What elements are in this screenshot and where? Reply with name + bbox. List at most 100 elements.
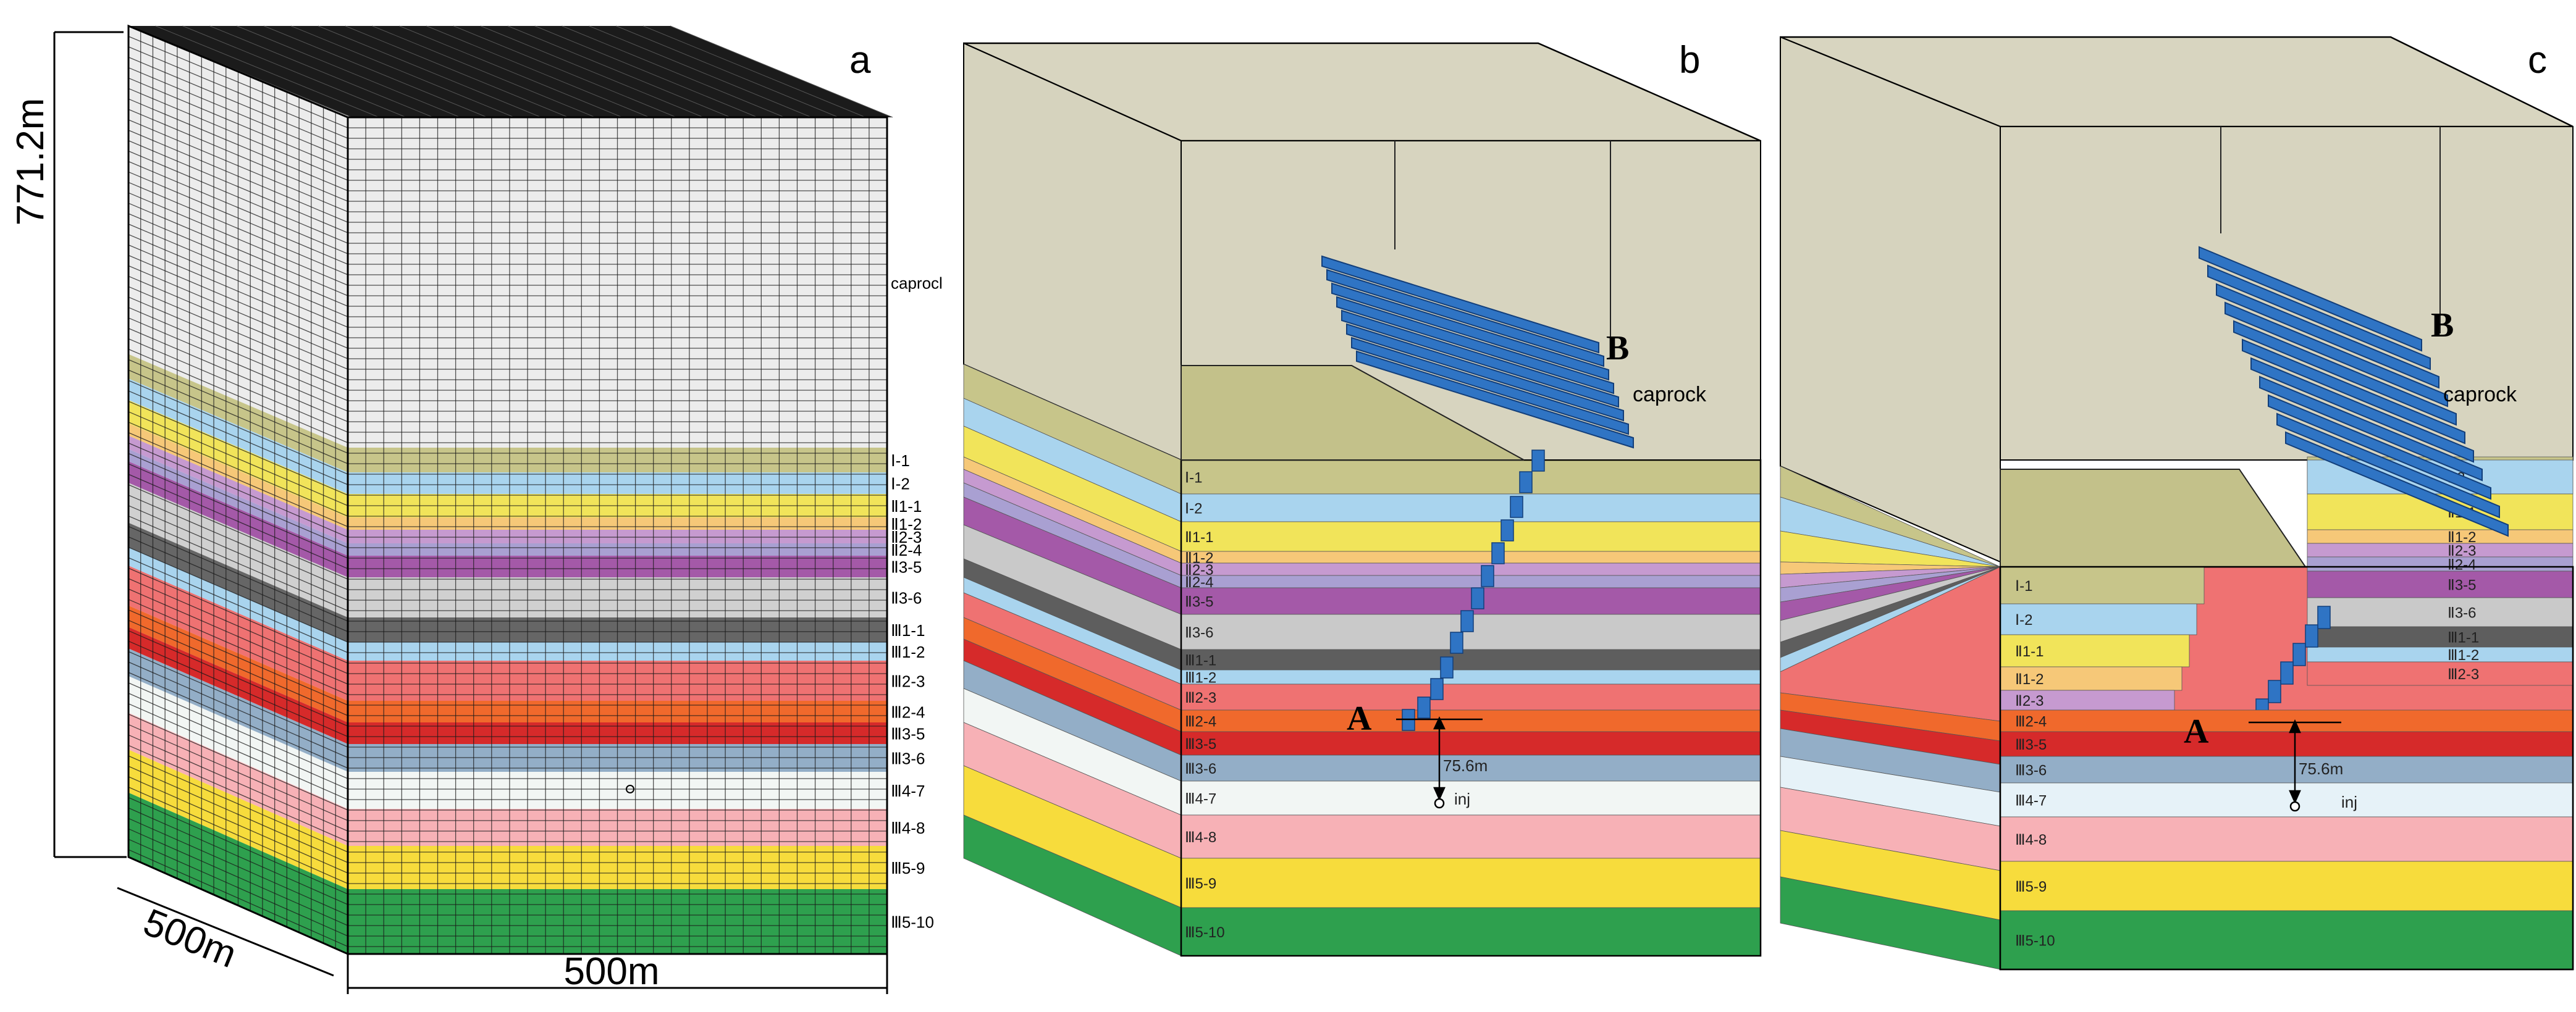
panel-a-side-mesh-row: [128, 693, 348, 790]
panel-c-front-outline: [1999, 566, 2574, 971]
panel-a-label-24: Ⅱ2-4: [891, 541, 922, 559]
panel-b-inner-caprock: [1181, 365, 1525, 461]
panel-a-side-mesh-row: [128, 348, 348, 443]
panel-b-fault-step: [1346, 323, 1624, 422]
panel-b-fault-step: [1491, 542, 1505, 564]
panel-c-inner-label: Ⅰ-2: [2015, 612, 2032, 629]
panel-a-side-mesh-row: [128, 130, 348, 223]
panel-c-fault-step: [2216, 283, 2439, 389]
panel-c-back-label: Ⅱ3-5: [2448, 577, 2477, 594]
panel-a-top-mesh: [616, 25, 839, 118]
panel-a-mesh-grid: [127, 24, 893, 956]
panel-a-side-mesh-row: [128, 411, 348, 506]
panel-a-side-mesh-row: [128, 442, 348, 538]
panel-b-fault-step: [1471, 587, 1484, 609]
panel-a-side-mesh-row: [128, 755, 348, 853]
panel-b-fault-step: [1331, 282, 1609, 381]
b-front-layer-47: [1181, 780, 1761, 816]
panel-a-side-mesh-row: [128, 254, 348, 349]
panel-a-top-mesh: [399, 25, 623, 118]
panel-a-side-mesh-row: [128, 171, 348, 265]
panel-b-label: b: [1679, 39, 1700, 82]
panel-a-side-mesh-row: [128, 640, 348, 737]
panel-a-side-mesh-row: [128, 734, 348, 832]
panel-b-front-layers: [1180, 459, 1762, 957]
panel-a-side-mesh-row: [128, 296, 348, 391]
panel-a-label-caprocl: caprocl: [891, 274, 943, 293]
panel-a-side-mesh-row: [128, 630, 348, 727]
panel-a-top-mesh: [507, 25, 731, 118]
b-front-layer-36: [1181, 755, 1761, 782]
panel-c-fault-step: [2199, 246, 2422, 352]
panel-a-top-mesh: [290, 25, 515, 118]
b-label-23: Ⅲ2-3: [1185, 690, 1216, 706]
b-front-layer-11: [1181, 521, 1761, 552]
panel-c-distance-label: 75.6m: [2299, 759, 2343, 778]
panel-c-injection-marker: [2249, 719, 2341, 812]
panel-b-fault-plane: [1321, 255, 1634, 731]
panel-c-back-layer-23: [2307, 543, 2574, 558]
panel-c-fault-step: [2317, 606, 2331, 629]
panel-c-fault-step: [2207, 264, 2431, 370]
panel-c-front-band: [2000, 690, 2175, 711]
panel-a-side-mesh-row: [128, 359, 348, 454]
panel-a-side-mesh-row: [128, 557, 348, 653]
panel-a-label-1: Ⅰ-1: [891, 451, 910, 470]
panel-c-front-band: [2000, 709, 2574, 732]
panel-a-side-mesh-row: [128, 140, 348, 233]
panel-c-layer-labels: Ⅰ-1Ⅰ-2Ⅱ1-1Ⅱ1-2Ⅱ2-3Ⅲ2-4Ⅲ3-5Ⅲ3-6Ⅲ4-7Ⅲ4-8Ⅲ5…: [1999, 566, 2574, 971]
panel-a-side-mesh-row: [128, 432, 348, 527]
panel-a-label: a: [849, 39, 871, 82]
panel-c-inner-label: Ⅰ-1: [2015, 578, 2032, 595]
panel-a-top-mesh: [534, 25, 758, 118]
b-front-layer-23: [1181, 684, 1761, 711]
panel-c-point-b: B: [2431, 306, 2454, 345]
panel-a-side-mesh-row: [128, 546, 348, 643]
panel-a-side-mesh-row: [128, 234, 348, 328]
b-front-layer-11: [1181, 649, 1761, 671]
panel-c-inner-label: Ⅱ1-1: [2015, 643, 2044, 660]
b-label-35: Ⅲ3-5: [1185, 736, 1216, 753]
panel-a-top-mesh: [589, 25, 812, 118]
panel-a-side-mesh-row: [128, 401, 348, 496]
panel-a-side-mesh-row: [128, 275, 348, 370]
panel-b-fault-step: [1519, 471, 1533, 493]
panel-a-side-mesh-row: [128, 307, 348, 401]
b-label-1: Ⅰ-1: [1185, 470, 1202, 487]
panel-a-side-mesh-row: [128, 516, 348, 611]
panel-b-injection-marker: [1396, 716, 1483, 809]
b-label-24: Ⅱ2-4: [1185, 574, 1214, 591]
panel-a-top-mesh: [426, 25, 650, 118]
panel-a-depth-label: 500m: [138, 901, 243, 976]
panel-a-label-35: Ⅲ3-5: [891, 725, 925, 743]
panel-a-label-48: Ⅲ4-8: [891, 819, 925, 837]
b-label-35: Ⅱ3-5: [1185, 594, 1214, 611]
panel-a-side-mesh-row: [128, 203, 348, 296]
b-front-layer-24: [1181, 709, 1761, 732]
b-label-510: Ⅲ5-10: [1185, 924, 1225, 941]
b-label-24: Ⅲ2-4: [1185, 714, 1216, 730]
panel-c-back-layer-35: [2307, 571, 2574, 598]
b-front-layer-23: [1181, 562, 1761, 576]
panel-a-top-mesh: [345, 25, 569, 118]
panel-a-side-mesh-row: [128, 682, 348, 779]
panel-c-inj-label: inj: [2341, 793, 2357, 811]
panel-a-label-11: Ⅱ1-1: [891, 497, 922, 516]
panel-b-fault-step: [1326, 269, 1604, 367]
panel-a-side-mesh-row: [128, 776, 348, 874]
panel-b-fault-model: Ⅰ-1Ⅰ-2Ⅱ1-1Ⅱ1-2Ⅱ2-3Ⅱ2-4Ⅱ3-5Ⅱ3-6Ⅲ1-1Ⅲ1-2Ⅲ2…: [963, 39, 1762, 957]
panel-a-side-mesh-row: [128, 182, 348, 275]
panel-a-side-mesh-row: [128, 338, 348, 433]
panel-a-side-mesh-row: [128, 787, 348, 884]
panel-a-label-12: Ⅱ1-2: [891, 515, 922, 533]
panel-c-fault-step: [2276, 412, 2500, 519]
panel-b-layer-labels: Ⅰ-1Ⅰ-2Ⅱ1-1Ⅱ1-2Ⅱ2-3Ⅱ2-4Ⅱ3-5Ⅱ3-6Ⅲ1-1Ⅲ1-2Ⅲ2…: [1185, 470, 1225, 942]
panel-c-back-label: Ⅲ1-2: [2448, 647, 2479, 664]
panel-b-fault-step: [1460, 610, 1474, 632]
panel-a-top-mesh: [480, 25, 704, 118]
panel-a-mesh-model: caproclⅠ-1Ⅰ-2Ⅱ1-1Ⅱ1-2Ⅱ2-3Ⅱ2-4Ⅱ3-5Ⅱ3-6Ⅲ1-…: [9, 24, 943, 994]
panel-c-back-layer-23: [2307, 661, 2574, 686]
panel-c-front-band: [2000, 782, 2574, 818]
panel-b-fault-step: [1336, 296, 1614, 395]
b-label-59: Ⅲ5-9: [1185, 876, 1216, 892]
